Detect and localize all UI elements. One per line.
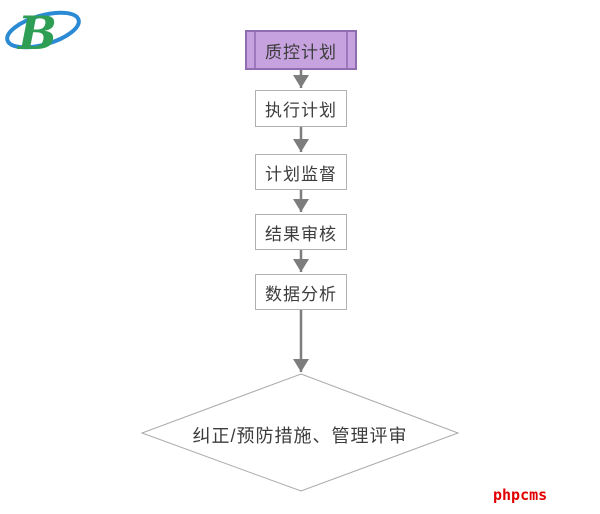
node-data-analysis: 数据分析	[255, 274, 347, 310]
node-label: 质控计划	[265, 42, 337, 62]
decision-diamond-label: 纠正/预防措施、管理评审	[192, 426, 408, 446]
node-result-review: 结果审核	[255, 214, 347, 250]
logo-swoosh-icon	[5, 10, 81, 50]
site-logo-icon: B	[5, 6, 81, 60]
node-label: 执行计划	[265, 101, 337, 120]
node-execute-plan: 执行计划	[255, 90, 347, 127]
node-quality-control-plan: 质控计划	[245, 30, 357, 70]
node-label: 计划监督	[265, 164, 337, 184]
node-label: 结果审核	[265, 224, 337, 244]
node-plan-supervision: 计划监督	[255, 154, 347, 190]
phpcms-watermark: phpcms	[493, 486, 548, 504]
node-label: 数据分析	[265, 284, 337, 304]
logo-letter: B	[16, 6, 57, 60]
